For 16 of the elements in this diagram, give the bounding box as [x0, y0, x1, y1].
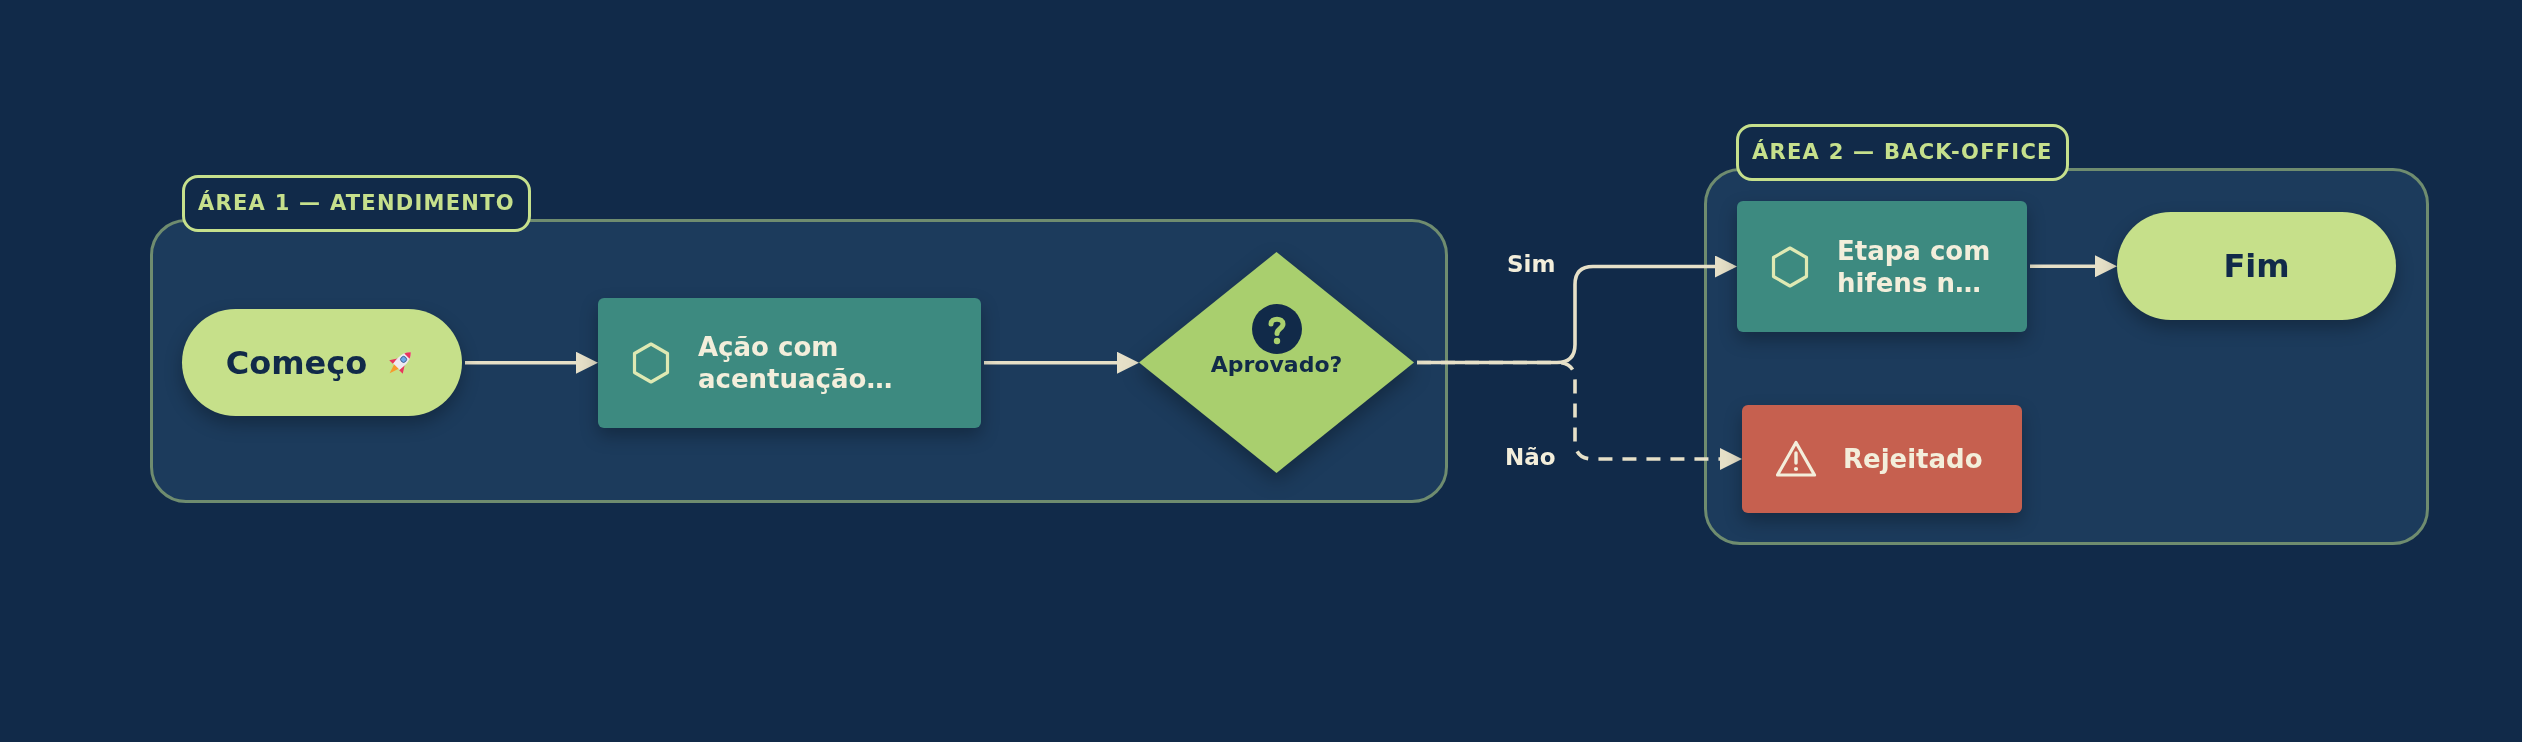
step-text: Rejeitado	[1843, 443, 1983, 475]
arrow	[2030, 255, 2117, 278]
arrow	[984, 351, 1139, 374]
step-text: Etapa com hifens n…	[1837, 234, 1992, 299]
rejection-box	[1742, 405, 2022, 513]
group-title: ÁREA 2 — BACK-OFFICE	[1736, 124, 2069, 181]
arrow	[1417, 255, 1737, 365]
process-box	[1737, 201, 2027, 332]
terminal-text: Fim	[2223, 246, 2290, 287]
group-title: ÁREA 1 — ATENDIMENTO	[182, 175, 531, 232]
process-box	[598, 298, 981, 428]
arrow	[465, 351, 598, 374]
terminal-text: Começo	[225, 342, 368, 384]
step-text: Ação com acentuação…	[698, 331, 894, 395]
decision-text: Aprovado?	[1210, 351, 1343, 379]
decision-diamond	[1139, 252, 1414, 473]
